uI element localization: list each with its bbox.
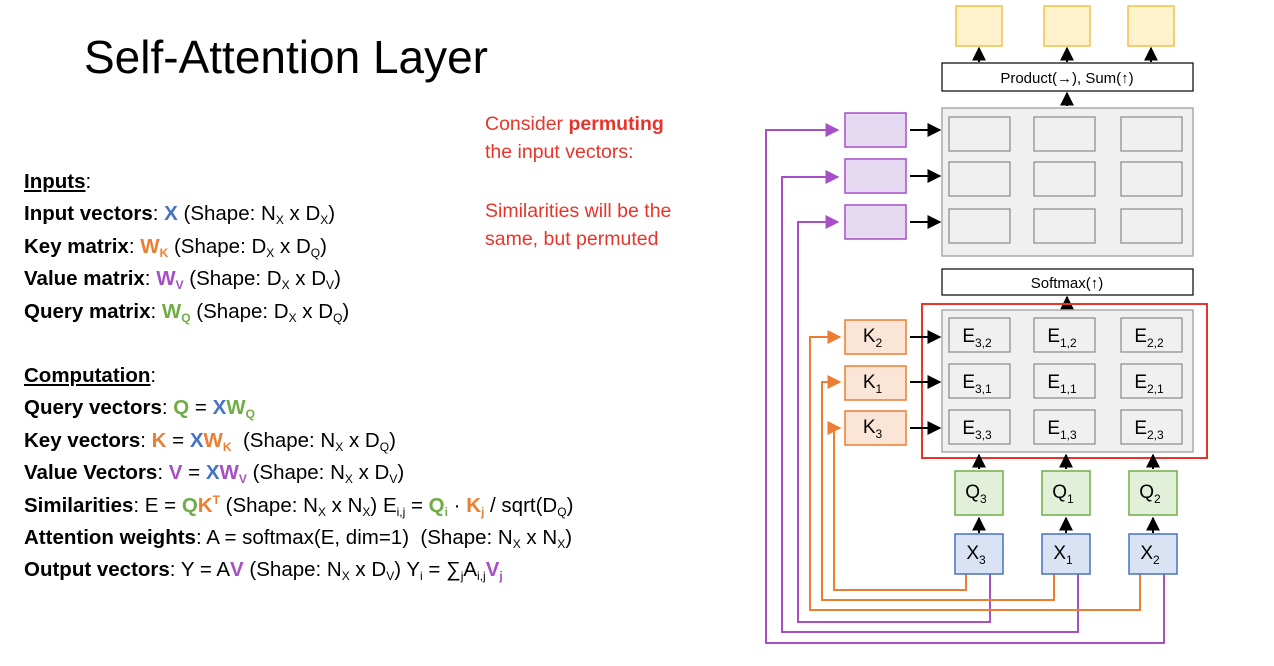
similarities-line: Similarities: E = QKT (Shape: NX x NX) E… [24,492,574,519]
input-boxes: X3 X1 X2 [954,533,1178,575]
similarity-cell [1033,317,1096,353]
input-x2-label: X2 [1140,543,1160,567]
output-vectors-line: Output vectors: Y = AV (Shape: NX x DV) … [24,558,503,584]
query-to-grid-arrows [972,453,1160,469]
attention-cells [948,116,1183,244]
key-k3-label: K3 [863,417,883,441]
query-q1-label: Q1 [1052,482,1074,506]
softmax-label: Softmax(↑) [1031,275,1104,292]
similarity-cell-label: E2,2 [1134,326,1164,350]
query-vectors-line: Query vectors: Q = XWQ [24,396,255,422]
key-k3-box [844,410,907,446]
value-arrows [910,123,942,229]
query-boxes: Q3 Q1 Q2 [954,470,1178,516]
input-x1-box [1041,533,1091,575]
key-k2-label: K2 [863,326,883,350]
purple-routes [765,123,1165,644]
orange-routes [809,330,1141,611]
similarity-cell-label: E1,3 [1047,418,1077,442]
key-arrows [910,330,942,435]
similarity-cell-label: E1,1 [1047,372,1077,396]
similarity-cell [1120,363,1183,399]
softmax-box [941,268,1194,296]
similarity-cell-label: E2,3 [1134,418,1164,442]
output-boxes [955,5,1175,47]
similarity-cell [1120,317,1183,353]
permute-note-line2: the input vectors: [485,141,634,163]
input-vectors-line: Input vectors: X (Shape: NX x DX) [24,202,336,228]
value-matrix-line: Value matrix: WV (Shape: DX x DV) [24,267,341,293]
similarity-cell [948,363,1011,399]
product-sum-box [941,62,1194,92]
similarity-cell-label: E3,2 [962,326,992,350]
input-to-query-arrows [972,516,1160,533]
similarity-cell [948,409,1011,445]
similarity-cell-label: E2,1 [1134,372,1164,396]
similarity-cell-label: E3,1 [962,372,992,396]
permute-note-line4: same, but permuted [485,228,659,250]
key-k1-label: K1 [863,372,883,396]
input-x3-box [954,533,1004,575]
product-sum-label: Product(→), Sum(↑) [1000,70,1133,87]
equations-panel: Inputs: Input vectors: X (Shape: NX x DX… [24,166,573,587]
similarity-cell-label: E1,2 [1047,326,1077,350]
similarity-cell [948,317,1011,353]
permute-note-line1: Consider permuting [485,113,664,135]
value-vectors-line: Value Vectors: V = XWV (Shape: NX x DV) [24,461,405,487]
query-q1-box [1041,470,1091,516]
similarity-cell [1033,409,1096,445]
attention-weights-line: Attention weights: A = softmax(E, dim=1)… [24,526,573,552]
computation-heading: Computation: [24,364,157,388]
similarity-cell [1120,409,1183,445]
similarity-cells: E3,2 E1,2 E2,2E3,1 E1,1 E2,1E3,3 E1,3 E2,3 [948,317,1183,445]
key-matrix-line: Key matrix: WK (Shape: DX x DQ) [24,234,327,260]
similarity-cell-label: E3,3 [962,418,992,442]
input-x1-label: X1 [1053,543,1073,567]
key-vectors-line: Key vectors: K = XWK (Shape: NX x DQ) [24,428,396,454]
query-q2-label: Q2 [1139,482,1161,506]
inputs-heading: Inputs: [24,170,92,193]
query-q2-box [1128,470,1178,516]
similarity-cell [1033,363,1096,399]
value-boxes [844,112,907,240]
query-q3-label: Q3 [965,482,987,506]
key-k1-box [844,365,907,401]
page-title: Self-Attention Layer [84,31,489,83]
key-k2-box [844,319,907,355]
output-arrows [972,46,1158,62]
input-x3-label: X3 [966,543,986,567]
query-matrix-line: Query matrix: WQ (Shape: DX x DQ) [24,299,350,325]
input-x2-box [1128,533,1178,575]
permute-note-line3: Similarities will be the [485,200,672,222]
query-q3-box [954,470,1004,516]
